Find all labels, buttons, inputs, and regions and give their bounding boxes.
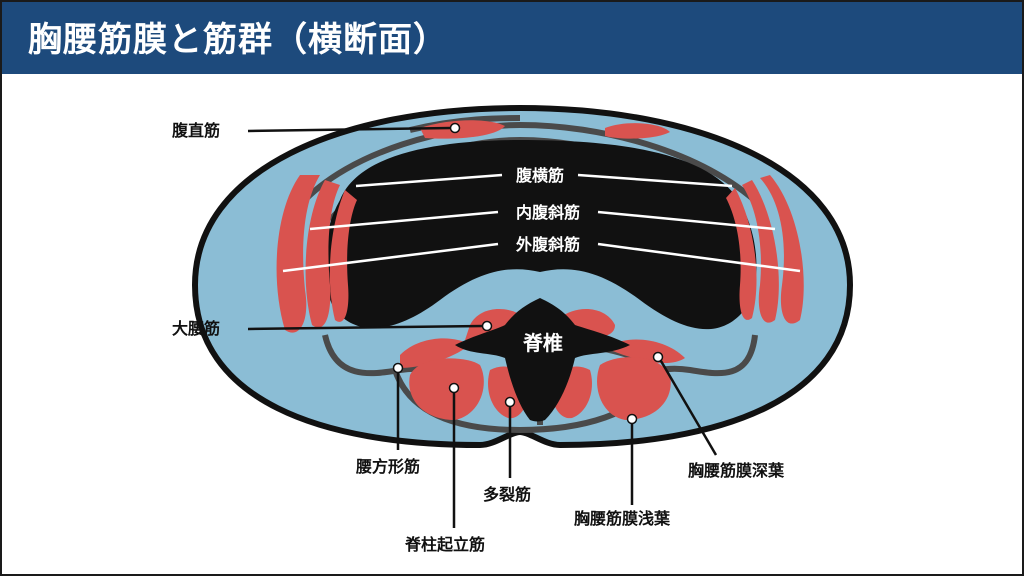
label-multifidus: 多裂筋 <box>483 485 531 504</box>
cavity-leader-lines <box>282 173 801 273</box>
label-rectus-abdominis: 腹直筋 <box>172 121 220 140</box>
title-bar: 胸腰筋膜と筋群（横断面） <box>2 2 1022 74</box>
psoas-major-left <box>465 308 525 340</box>
abdominal-cavity <box>324 140 757 330</box>
leader-lines <box>247 126 718 528</box>
erector-spinae-left <box>409 358 484 420</box>
oblique-right-outer <box>760 175 804 324</box>
oblique-right-inner <box>726 188 757 320</box>
rectus-abdominis-right <box>605 123 670 139</box>
oblique-left-inner <box>329 190 357 322</box>
vertebra <box>455 298 630 422</box>
label-vertebra: 脊椎 <box>522 331 563 355</box>
label-quadratus-lumborum: 腰方形筋 <box>356 457 420 476</box>
label-thoracolumbar-fascia-deep: 胸腰筋膜深葉 <box>688 461 785 480</box>
label-internal-oblique: 内腹斜筋 <box>516 203 580 222</box>
rectus-abdominis-left <box>420 120 505 139</box>
label-thoracolumbar-fascia-superficial: 胸腰筋膜浅葉 <box>574 509 671 528</box>
label-transversus-abdominis: 腹横筋 <box>516 166 564 185</box>
quadratus-lumborum-left <box>400 338 470 368</box>
oblique-left-mid <box>305 180 340 328</box>
page-title: 胸腰筋膜と筋群（横断面） <box>28 20 448 60</box>
label-erector-spinae: 脊柱起立筋 <box>404 535 485 554</box>
marker-dots <box>392 122 664 425</box>
label-external-oblique: 外腹斜筋 <box>515 235 580 254</box>
oblique-right-mid <box>742 180 779 323</box>
label-psoas-major: 大腰筋 <box>172 319 220 338</box>
oblique-left-outer <box>276 175 320 333</box>
erector-spinae-right <box>597 357 671 420</box>
